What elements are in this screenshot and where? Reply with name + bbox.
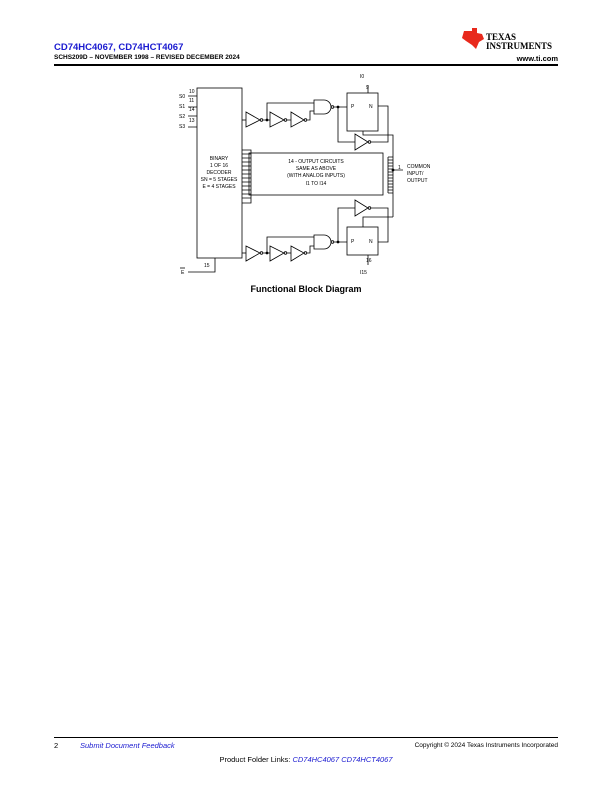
common-label: INPUT/ bbox=[407, 171, 424, 177]
middle-line: I1 TO I14 bbox=[306, 181, 327, 187]
select-label: S0 bbox=[179, 94, 185, 100]
decoder-line: 1 OF 16 bbox=[210, 163, 228, 169]
pin-number: 10 bbox=[189, 89, 195, 95]
common-label: COMMON bbox=[407, 164, 431, 170]
footer-rule bbox=[54, 737, 558, 738]
document-id: SCHS209D – NOVEMBER 1998 – REVISED DECEM… bbox=[54, 54, 240, 61]
top-channel bbox=[242, 85, 394, 183]
header-rule bbox=[54, 64, 558, 66]
decoder-line: E = 4 STAGES bbox=[202, 184, 236, 190]
logo-word-instruments: Instruments bbox=[486, 41, 553, 51]
pin-number: 16 bbox=[366, 258, 372, 264]
nand-gate bbox=[313, 99, 332, 115]
copyright: Copyright © 2024 Texas Instruments Incor… bbox=[414, 742, 558, 749]
decoder-line: SN = 5 STAGES bbox=[201, 177, 238, 183]
website-link[interactable]: www.ti.com bbox=[516, 54, 558, 63]
select-label: S1 bbox=[179, 104, 185, 110]
ti-logo-icon bbox=[462, 28, 484, 49]
functional-block-diagram: BINARY 1 OF 16 DECODER SN = 5 STAGES E =… bbox=[179, 74, 431, 276]
pin-number: 11 bbox=[189, 98, 194, 104]
decoder-line: DECODER bbox=[206, 170, 231, 176]
switch-p-label: P bbox=[351, 239, 355, 245]
nand-gate bbox=[313, 234, 332, 250]
common-label: OUTPUT bbox=[407, 178, 428, 184]
switch-n-label: N bbox=[369, 239, 373, 245]
middle-line: (WITH ANALOG INPUTS) bbox=[287, 173, 345, 179]
logo-word-texas: Texas bbox=[486, 32, 517, 42]
product-folder-links: Product Folder Links: CD74HC4067 CD74HCT… bbox=[0, 755, 612, 764]
switch-p-label: P bbox=[351, 104, 355, 110]
bottom-channel bbox=[242, 199, 393, 265]
middle-line: 14 - OUTPUT CIRCUITS bbox=[288, 159, 344, 165]
switch-box bbox=[346, 92, 379, 132]
product-links-label: Product Folder Links: bbox=[219, 755, 291, 764]
channel-label: I15 bbox=[360, 270, 367, 276]
channel-label: I0 bbox=[360, 74, 364, 80]
pin-number: 14 bbox=[189, 107, 195, 113]
decoder-box bbox=[196, 87, 243, 259]
switch-n-label: N bbox=[369, 104, 373, 110]
common-pin: 1 bbox=[398, 165, 401, 171]
pin-number: 13 bbox=[189, 118, 195, 124]
product-link[interactable]: CD74HC4067 bbox=[292, 755, 340, 764]
document-title: CD74HC4067, CD74HCT4067 bbox=[54, 42, 184, 53]
pin-number: 9 bbox=[366, 85, 369, 91]
select-label: S2 bbox=[179, 114, 185, 120]
bus-connections bbox=[242, 149, 393, 204]
select-label: S3 bbox=[179, 124, 185, 130]
page-number: 2 bbox=[54, 741, 59, 750]
pin-number: 15 bbox=[204, 263, 210, 269]
product-link[interactable]: CD74HCT4067 bbox=[341, 755, 393, 764]
switch-box bbox=[346, 226, 379, 256]
middle-line: SAME AS ABOVE bbox=[296, 166, 337, 172]
enable-label: E bbox=[181, 270, 185, 276]
submit-feedback-link[interactable]: Submit Document Feedback bbox=[80, 741, 175, 750]
diagram-caption: Functional Block Diagram bbox=[250, 284, 362, 294]
decoder-line: BINARY bbox=[210, 156, 229, 162]
